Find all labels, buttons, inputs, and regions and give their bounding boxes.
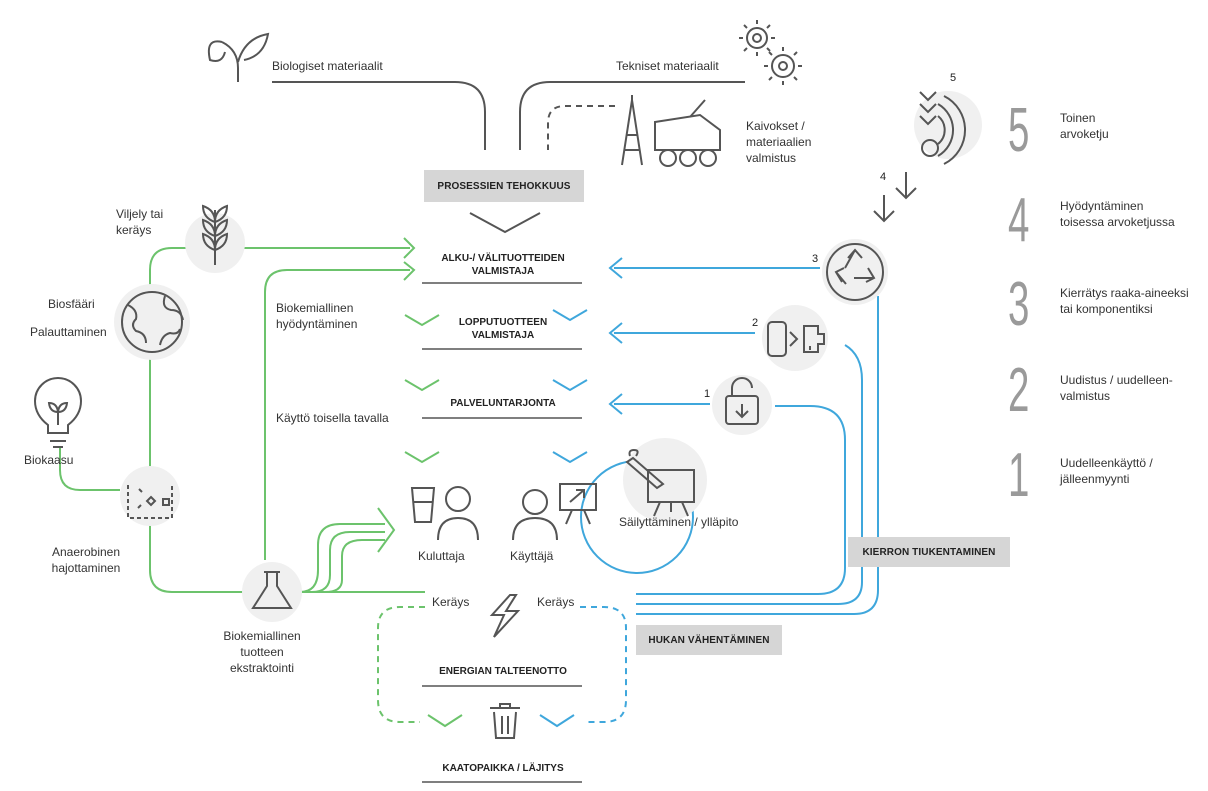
lightbulb-icon [33, 377, 83, 448]
reuse-lock-icon [725, 377, 759, 425]
loop-number-1: 1 [704, 388, 711, 400]
bio-materials-label: Biologiset materiaalit [272, 59, 383, 73]
level-3-number: 3 [1008, 270, 1030, 339]
tech-materials-label: Tekniset materiaalit [616, 59, 719, 73]
process-chevron [469, 212, 541, 234]
material-input-lines [272, 81, 745, 150]
mining-truck-icon [621, 95, 721, 167]
collection-left-label: Keräys [432, 595, 470, 609]
biosphere-label: Biosfääri [48, 297, 95, 311]
level-1-number: 1 [1008, 441, 1030, 510]
maintenance-label: Säilyttäminen / ylläpito [619, 515, 739, 529]
loop-number-4: 4 [880, 171, 887, 183]
plant-sprout-icon [207, 32, 270, 82]
stage-alku-label: ALKU-/ VÄLITUOTTEIDEN VALMISTAJA [441, 253, 565, 277]
level-4-label: Hyödyntäminen toisessa arvoketjussa [1060, 199, 1175, 229]
level-2-label: Uudistus / uudelleen- valmistus [1060, 373, 1173, 403]
extraction-label: Biokemiallinen tuotteen ekstraktointi [223, 629, 301, 675]
user-icon [512, 483, 597, 541]
level-3-label: Kierrätys raaka-aineeksi tai komponentik… [1060, 286, 1189, 316]
loop-number-3: 3 [812, 253, 819, 265]
gears-icon [739, 20, 802, 85]
cultivation-label: Viljely tai keräys [116, 207, 164, 237]
biogas-label: Biokaasu [24, 453, 74, 467]
cascade-use-label: Käyttö toisella tavalla [276, 411, 389, 425]
biological-loops [59, 237, 463, 728]
mining-label: Kaivokset / materiaalien valmistus [746, 119, 812, 165]
level-5-label: Toinen arvoketju [1060, 111, 1109, 141]
level-4-number: 4 [1008, 186, 1030, 255]
level-1-label: Uudelleenkäyttö / jälleenmyynti [1060, 456, 1153, 486]
technical-loops [539, 257, 879, 728]
stage-loppu-label: LOPPUTUOTTEEN VALMISTAJA [458, 317, 548, 341]
level-5-number: 5 [1008, 96, 1030, 165]
user-label: Käyttäjä [510, 549, 554, 563]
maintenance-screen-icon [625, 448, 695, 517]
lightning-icon [489, 594, 521, 638]
consumer-icon [410, 486, 479, 541]
loop-tightening-tag: KIERRON TIUKENTAMINEN [848, 537, 1010, 567]
trash-can-icon [490, 703, 520, 739]
loop-number-5: 5 [950, 72, 957, 84]
cascade-arrows-icon [873, 172, 917, 223]
process-efficiency-tag: PROSESSIEN TEHOKKUUS [424, 170, 584, 202]
loop-number-2: 2 [752, 317, 759, 329]
collection-right-label: Keräys [537, 595, 575, 609]
consumer-label: Kuluttaja [418, 549, 465, 563]
biochemical-use-label: Biokemiallinen hyödyntäminen [276, 301, 358, 331]
landfill-label: KAATOPAIKKA / LÄJITYS [442, 763, 564, 774]
recycle-icon [826, 243, 884, 301]
level-2-number: 2 [1008, 356, 1030, 425]
flask-icon [251, 571, 293, 609]
wheat-icon [201, 204, 229, 265]
energy-recovery-label: ENERGIAN TALTEENOTTO [439, 666, 567, 677]
second-value-chain-icon [919, 91, 966, 165]
refurbish-icon [767, 321, 825, 357]
anaerobic-label: Anaerobinen hajottaminen [51, 545, 121, 575]
anaerobic-container-icon [127, 485, 173, 519]
stage-palvelu-label: PALVELUNTARJONTA [450, 398, 556, 409]
return-label: Palauttaminen [30, 325, 107, 339]
waste-reduction-tag: HUKAN VÄHENTÄMINEN [636, 625, 782, 655]
stage-underlines [422, 282, 582, 783]
globe-icon [121, 291, 184, 353]
